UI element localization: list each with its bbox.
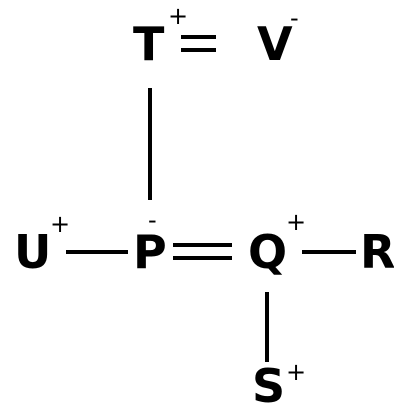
charge-Q: + [286, 208, 306, 236]
charge-P: - [148, 206, 157, 234]
atoms: T + V - U + P - Q + R S + [14, 2, 394, 412]
atom-T: T [133, 17, 165, 71]
charge-T: + [168, 2, 188, 30]
atom-V: V [257, 17, 293, 71]
charge-S: + [286, 358, 306, 386]
charge-V: - [290, 4, 299, 32]
atom-Q: Q [248, 225, 287, 279]
bonds [66, 35, 356, 362]
atom-P: P [133, 225, 167, 279]
atom-U: U [14, 225, 51, 279]
atom-R: R [360, 225, 394, 279]
charge-U: + [50, 210, 70, 238]
atom-S: S [252, 359, 285, 412]
